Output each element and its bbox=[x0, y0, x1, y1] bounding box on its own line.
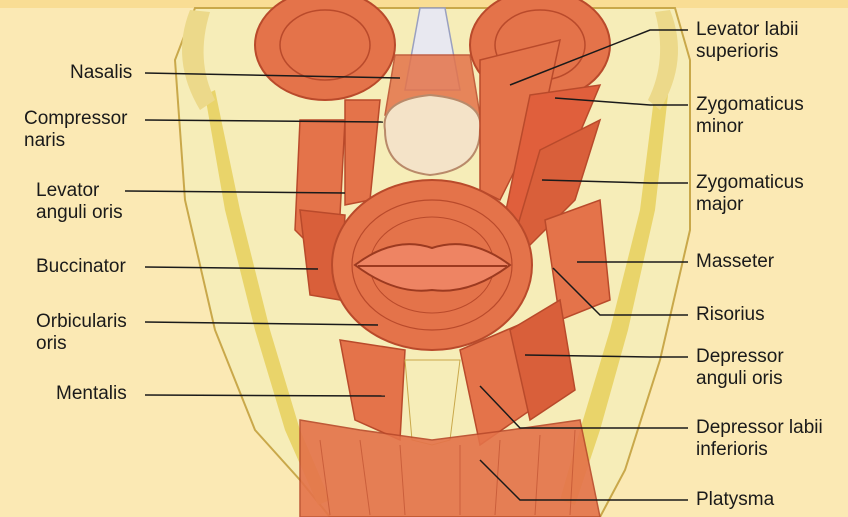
label-line: anguli oris bbox=[696, 368, 784, 390]
label-line: oris bbox=[36, 333, 127, 355]
label-line: Zygomaticus bbox=[696, 94, 804, 116]
label-line: inferioris bbox=[696, 439, 823, 461]
label-orbicularis-oris: Orbicularis oris bbox=[36, 311, 127, 355]
label-line: Depressor bbox=[696, 346, 784, 368]
label-line: Compressor bbox=[24, 108, 127, 130]
label-line: Nasalis bbox=[70, 62, 132, 84]
label-line: Mentalis bbox=[56, 383, 127, 405]
label-line: Platysma bbox=[696, 489, 774, 511]
label-depressor-anguli-oris: Depressor anguli oris bbox=[696, 346, 784, 390]
label-compressor-naris: Compressor naris bbox=[24, 108, 127, 152]
head-illustration bbox=[175, 0, 690, 517]
label-line: Zygomaticus bbox=[696, 172, 804, 194]
label-zygomaticus-minor: Zygomaticus minor bbox=[696, 94, 804, 138]
label-zygomaticus-major: Zygomaticus major bbox=[696, 172, 804, 216]
label-nasalis: Nasalis bbox=[70, 62, 132, 84]
label-levator-labii-superioris: Levator labii superioris bbox=[696, 19, 798, 63]
label-line: Orbicularis bbox=[36, 311, 127, 333]
label-depressor-labii-inferioris: Depressor labii inferioris bbox=[696, 417, 823, 461]
label-risorius: Risorius bbox=[696, 304, 765, 326]
label-line: naris bbox=[24, 130, 127, 152]
label-mentalis: Mentalis bbox=[56, 383, 127, 405]
label-line: major bbox=[696, 194, 804, 216]
label-levator-anguli-oris: Levator anguli oris bbox=[36, 180, 123, 224]
label-line: Masseter bbox=[696, 251, 774, 273]
label-line: Levator labii bbox=[696, 19, 798, 41]
label-line: Buccinator bbox=[36, 256, 126, 278]
label-line: superioris bbox=[696, 41, 798, 63]
label-masseter: Masseter bbox=[696, 251, 774, 273]
label-line: Levator bbox=[36, 180, 123, 202]
label-buccinator: Buccinator bbox=[36, 256, 126, 278]
label-line: minor bbox=[696, 116, 804, 138]
label-platysma: Platysma bbox=[696, 489, 774, 511]
label-line: Depressor labii bbox=[696, 417, 823, 439]
label-line: anguli oris bbox=[36, 202, 123, 224]
label-line: Risorius bbox=[696, 304, 765, 326]
